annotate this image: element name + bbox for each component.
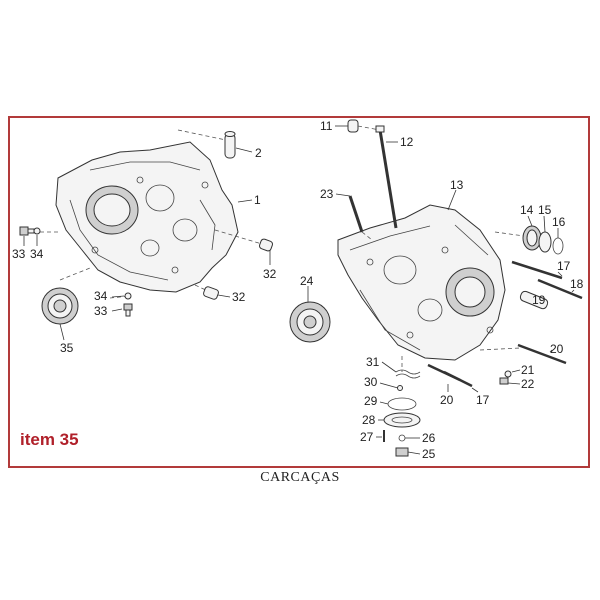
callout-26: 26 xyxy=(422,431,436,445)
callout-25: 25 xyxy=(422,447,436,461)
part-31-spring xyxy=(395,369,421,379)
callout-11: 11 xyxy=(320,119,333,133)
callout-16: 16 xyxy=(552,215,566,229)
part-34-washer-lower xyxy=(124,292,132,300)
callout-33-lower: 33 xyxy=(94,304,108,318)
part-17-bolt-upper xyxy=(511,260,563,280)
callout-24: 24 xyxy=(300,274,314,288)
callout-17-upper: 17 xyxy=(557,259,571,273)
callout-33-left: 33 xyxy=(12,247,26,261)
part-23-stud xyxy=(348,195,364,233)
diagram-frame xyxy=(8,116,590,468)
part-35-bearing xyxy=(41,287,79,325)
callout-labels: 1 2 32 32 33 34 34 33 35 24 11 12 23 13 … xyxy=(12,119,584,461)
callout-27: 27 xyxy=(360,430,374,444)
callout-32-lower: 32 xyxy=(232,290,246,304)
part-34-washer-left xyxy=(33,227,41,235)
callout-29: 29 xyxy=(364,394,378,408)
part-11-cap xyxy=(347,119,359,133)
callout-13: 13 xyxy=(450,178,464,192)
part-21-washer xyxy=(504,370,512,378)
part-16-ring xyxy=(552,237,564,255)
part-28-cover xyxy=(383,412,421,428)
callout-21: 21 xyxy=(521,363,535,377)
callout-20-lower: 20 xyxy=(440,393,454,407)
right-crankcase xyxy=(337,204,506,361)
callout-22: 22 xyxy=(521,377,535,391)
part-15-bushing xyxy=(538,231,552,253)
callout-1: 1 xyxy=(254,193,261,207)
callout-28: 28 xyxy=(362,413,376,427)
part-26-washer xyxy=(398,434,406,442)
callout-32-upper: 32 xyxy=(263,267,277,281)
part-18-bolt xyxy=(537,278,583,300)
callout-34-lower: 34 xyxy=(94,289,108,303)
callout-18: 18 xyxy=(570,277,584,291)
part-29-oring xyxy=(387,397,417,411)
callout-14: 14 xyxy=(520,203,534,217)
part-33-bolt-lower xyxy=(123,303,133,317)
part-20-bolt-right xyxy=(517,343,567,365)
callout-20-right: 20 xyxy=(550,342,564,356)
part-32-pin-upper xyxy=(258,238,274,252)
callout-23: 23 xyxy=(320,187,334,201)
part-19-sleeve xyxy=(519,290,549,310)
diagram-caption: CARCAÇAS xyxy=(260,470,340,485)
part-25-plug xyxy=(395,447,409,457)
callout-31: 31 xyxy=(366,355,380,369)
part-12-shaft xyxy=(375,125,398,229)
callout-34-left: 34 xyxy=(30,247,44,261)
callout-15: 15 xyxy=(538,203,552,217)
callout-2: 2 xyxy=(255,146,262,160)
item-tag: item 35 xyxy=(20,430,79,449)
callout-17-lower: 17 xyxy=(476,393,490,407)
part-14-seal xyxy=(522,225,542,251)
part-22-nut xyxy=(499,377,509,385)
left-crankcase xyxy=(55,141,239,293)
part-33-bolt-left xyxy=(19,226,35,236)
part-17-bolt-lower xyxy=(443,370,473,388)
callout-30: 30 xyxy=(364,375,378,389)
callout-12: 12 xyxy=(400,135,414,149)
callout-35: 35 xyxy=(60,341,74,355)
part-2-dowel xyxy=(224,131,236,159)
part-24-bearing xyxy=(289,301,331,343)
callout-19: 19 xyxy=(532,293,546,307)
part-30-pin xyxy=(397,385,403,391)
part-32-pin-lower xyxy=(203,286,219,300)
